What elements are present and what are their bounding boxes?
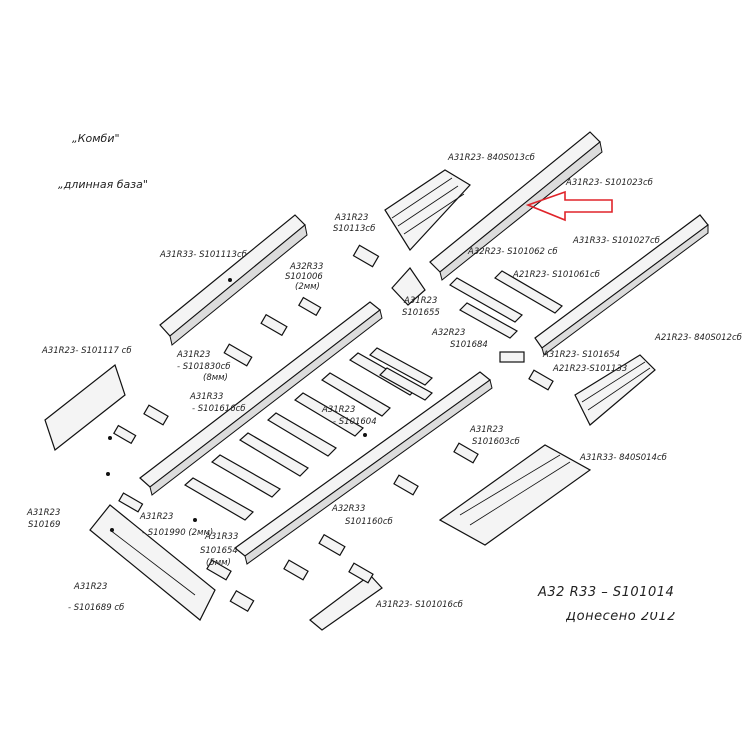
part-label: A31R23- S101654 <box>543 350 620 360</box>
upper-rail <box>429 131 603 281</box>
part-label: A31R23 <box>335 213 369 223</box>
part-label: A31R23 <box>470 425 504 435</box>
part-label: A31R23- S101117 сб <box>42 346 132 356</box>
part-label: A21R23- S101061сб <box>513 270 600 280</box>
right-lower-floor <box>438 444 592 546</box>
part-label: (8мм) <box>203 373 228 383</box>
part-label: S10113сб <box>333 224 376 234</box>
rear-left-beam <box>89 504 216 621</box>
floor-plates <box>369 270 563 401</box>
part-label: A31R23- S101023сб <box>566 178 653 188</box>
part-label: S101603сб <box>472 437 520 447</box>
part-label: - S101990 (2мм) <box>142 528 214 538</box>
right-rail-2 <box>534 214 709 356</box>
part-label: A32R33 <box>290 262 324 272</box>
right-main-rail <box>234 371 493 565</box>
note-long-base: „длинная база" <box>58 178 148 191</box>
part-label: A31R33- S101113сб <box>160 250 247 260</box>
part-label: - S101689 сб <box>68 603 125 613</box>
part-label: A21R23- 840S012сб <box>655 333 742 343</box>
part-label: A32R23 <box>432 328 466 338</box>
part-label: A31R23 <box>27 508 61 518</box>
part-label: S101160сб <box>345 517 393 527</box>
right-box-panel <box>574 354 656 426</box>
part-label: (2мм) <box>295 282 320 292</box>
part-label: A31R33- 840S014сб <box>580 453 667 463</box>
part-label: A31R23 <box>322 405 356 415</box>
drawing-subtitle: Донесено 2012 <box>566 612 676 624</box>
left-upper-rail <box>159 214 308 346</box>
part-label: A31R23 <box>140 512 174 522</box>
part-label: A31R23 <box>74 582 108 592</box>
upper-box-panel <box>384 169 471 251</box>
part-label: - S101616сб <box>192 404 246 414</box>
drawing-code: A32 R33 – S101014 <box>538 585 675 600</box>
part-label: A21R23-S101133 <box>553 364 628 374</box>
part-label: S101655 <box>402 308 440 318</box>
part-label: S101654 <box>200 546 238 556</box>
part-label: S101684 <box>450 340 488 350</box>
part-label: A31R33 <box>190 392 224 402</box>
part-label: A31R33- S101027сб <box>573 236 660 246</box>
note-kombi: „Комби" <box>72 132 120 145</box>
part-label: A32R23- S101062 сб <box>468 247 558 257</box>
part-label: (5мм) <box>206 558 231 568</box>
part-label: S101006 <box>285 272 323 282</box>
part-label: A32R33 <box>332 504 366 514</box>
highlight-arrow-icon <box>525 190 613 222</box>
part-label: A31R23 <box>177 350 211 360</box>
part-label: A31R23 <box>404 296 438 306</box>
left-side-panel <box>44 364 126 451</box>
part-label: S10169 <box>28 520 61 530</box>
part-label: A31R23- 840S013сб <box>448 153 535 163</box>
connector-dots <box>106 278 367 532</box>
part-label: - S101830сб <box>177 362 231 372</box>
part-label: - S101604 <box>333 417 377 427</box>
part-label: A31R33 <box>205 532 239 542</box>
center-bracket <box>391 267 426 306</box>
small-parts <box>113 244 554 613</box>
left-main-rail <box>139 301 383 496</box>
part-label: A31R23- S101016сб <box>376 600 463 610</box>
bottom-sill <box>309 574 383 631</box>
